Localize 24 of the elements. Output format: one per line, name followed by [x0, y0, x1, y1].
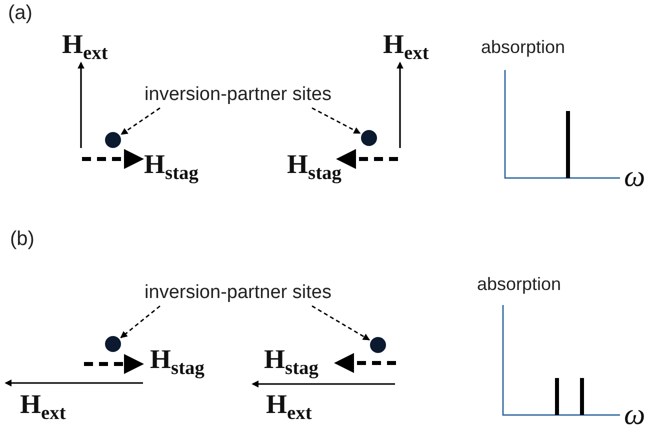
field-label: H$_{stag}$: [287, 150, 342, 184]
callout-text: inversion-partner sites: [128, 280, 348, 306]
field-label: H$_{ext}$: [266, 390, 312, 424]
axis-label: ω: [624, 160, 646, 193]
axis-label: absorption: [481, 38, 566, 58]
site-dot: [370, 337, 386, 353]
site-dot: [105, 132, 121, 148]
field-label: H$_{ext}$: [62, 30, 108, 64]
site-dot: [361, 130, 377, 146]
leader-arrow: [120, 305, 160, 338]
site-dot: [105, 336, 121, 352]
leader-arrow: [120, 107, 160, 135]
field-label: H$_{stag}$: [144, 150, 198, 184]
leader-arrow: [312, 107, 361, 134]
field-label: H$_{ext}$: [20, 390, 66, 424]
panel-label: (a): [8, 2, 32, 24]
field-label: H$_{ext}$: [383, 30, 429, 64]
axis-label: absorption: [477, 275, 562, 295]
field-label: H$_{stag}$: [264, 345, 318, 380]
panel-label: (b): [10, 228, 34, 250]
field-label: H$_{stag}$: [150, 345, 204, 380]
leader-arrow: [312, 305, 370, 341]
callout-text: inversion-partner sites: [128, 82, 348, 108]
axis-label: ω: [624, 398, 646, 431]
